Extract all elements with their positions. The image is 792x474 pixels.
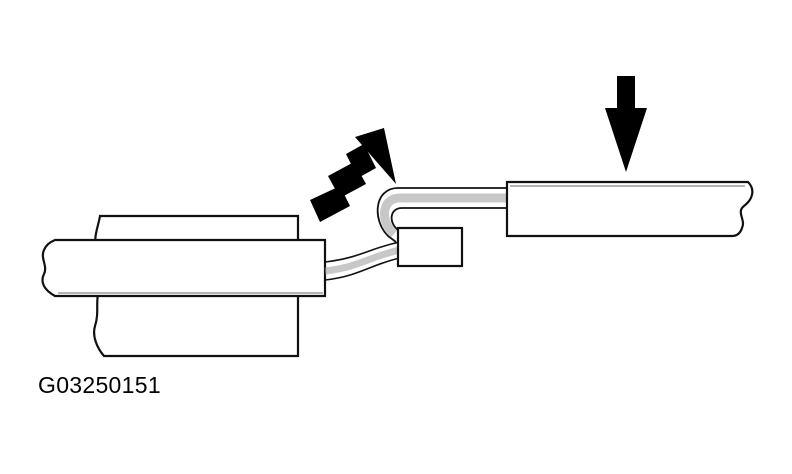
left-cable: [41, 238, 327, 298]
lower-wire: [324, 241, 401, 263]
lower-wire-edge: [324, 257, 401, 281]
right-cable: [505, 180, 754, 238]
figure-id-label: G03250151: [38, 372, 161, 398]
curved-dashed-arrow-icon: [310, 128, 396, 222]
hook-wire-outer: [376, 187, 510, 243]
down-arrow-icon: [605, 76, 647, 172]
connector-block: [396, 226, 464, 268]
hook-wire-gray: [380, 193, 510, 238]
lower-wire-gray: [324, 246, 401, 275]
hook-wire-inner: [390, 207, 510, 231]
